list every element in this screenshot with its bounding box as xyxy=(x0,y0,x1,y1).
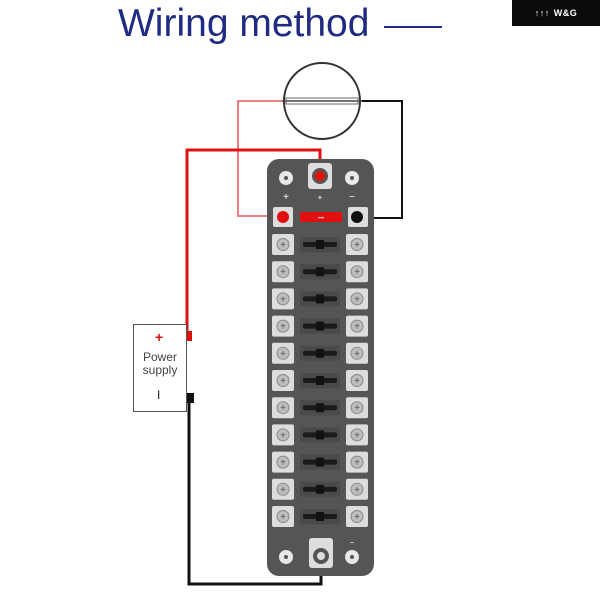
load-lamp xyxy=(282,62,362,140)
fuse-block: + + − ••• ++++++++++++++++++++++ − xyxy=(267,159,374,576)
svg-text:+: + xyxy=(280,294,286,305)
svg-text:+: + xyxy=(280,240,286,251)
brand-logo-text: W&G xyxy=(553,8,578,18)
svg-text:+: + xyxy=(354,430,360,441)
psu-positive-lug xyxy=(183,331,192,341)
svg-text:+: + xyxy=(354,240,360,251)
svg-text:+: + xyxy=(354,322,360,333)
psu-label: Power supply xyxy=(134,351,186,377)
svg-text:+: + xyxy=(354,403,360,414)
fuse-row: ++ xyxy=(272,234,368,255)
svg-text:+: + xyxy=(280,430,286,441)
fuse-row: ++ xyxy=(272,261,368,283)
svg-text:+: + xyxy=(280,485,286,496)
svg-text:−: − xyxy=(349,192,355,203)
fuse-row: ++ xyxy=(272,397,368,419)
fuse-row: ++ xyxy=(272,451,368,473)
fuse-row: ++ xyxy=(272,424,368,446)
svg-text:+: + xyxy=(354,376,360,387)
lamp-negative-wire xyxy=(357,100,403,219)
page-title: Wiring method xyxy=(118,2,370,45)
negative-terminal xyxy=(351,211,363,223)
fuse-row: ++ xyxy=(272,342,368,364)
fuse-row: ++ xyxy=(272,506,368,527)
svg-text:+: + xyxy=(280,267,286,278)
svg-text:+: + xyxy=(354,294,360,305)
svg-text:+: + xyxy=(283,192,289,203)
fuse-row: ++ xyxy=(272,315,368,337)
fuse-row: ++ xyxy=(272,478,368,500)
top-plus-marker: + xyxy=(318,193,323,202)
svg-text:−: − xyxy=(350,538,355,547)
psu-minus-label: I xyxy=(157,388,161,402)
svg-text:+: + xyxy=(354,349,360,360)
psu-label-line2: supply xyxy=(142,363,178,377)
positive-terminal xyxy=(277,211,289,223)
svg-text:+: + xyxy=(354,267,360,278)
light-positive-wire xyxy=(237,100,283,217)
fuse-row: ++ xyxy=(272,370,368,391)
svg-text:•••: ••• xyxy=(318,216,324,222)
svg-text:+: + xyxy=(354,458,360,469)
psu-label-line1: Power xyxy=(142,350,177,364)
svg-text:+: + xyxy=(354,512,360,523)
psu-negative-lug xyxy=(185,393,194,403)
power-supply: + Power supply I xyxy=(133,324,187,412)
svg-text:+: + xyxy=(280,403,286,414)
brand-logo: ↑↑↑ W&G xyxy=(512,0,600,26)
svg-text:+: + xyxy=(354,485,360,496)
fuse-rows: ++++++++++++++++++++++ xyxy=(272,234,368,527)
svg-text:+: + xyxy=(280,322,286,333)
fuse-row: ++ xyxy=(272,288,368,310)
svg-text:+: + xyxy=(280,512,286,523)
title-dash-decoration xyxy=(384,26,442,28)
svg-text:+: + xyxy=(280,349,286,360)
indicator-bar xyxy=(300,212,342,222)
psu-plus-label: + xyxy=(155,329,164,345)
svg-text:+: + xyxy=(280,376,286,387)
brand-logo-mark: ↑↑↑ xyxy=(534,8,550,18)
svg-text:+: + xyxy=(280,458,286,469)
